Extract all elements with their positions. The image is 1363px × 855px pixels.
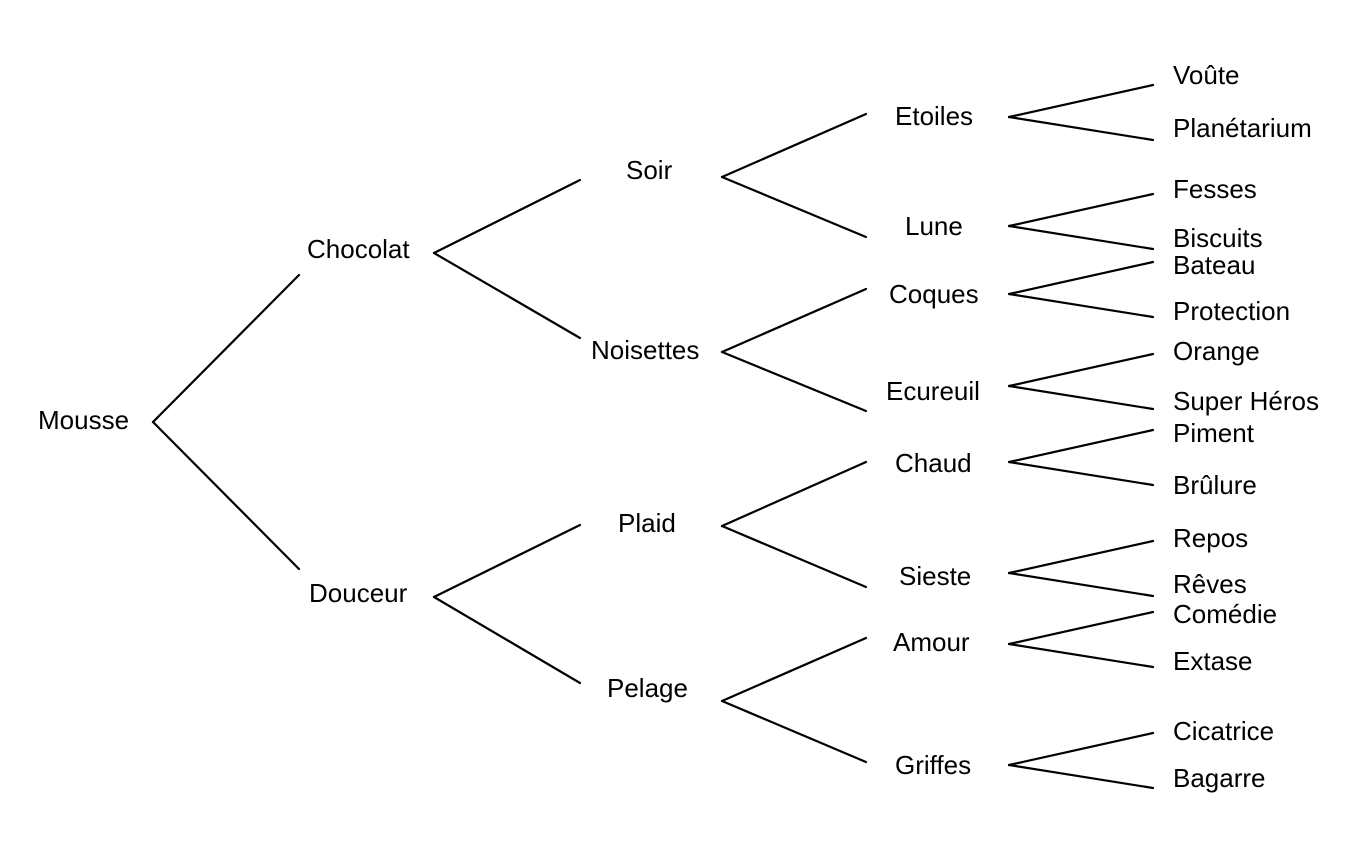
node-l2-plaid: Plaid (618, 508, 676, 538)
node-l4-reves: Rêves (1173, 569, 1247, 599)
node-l4-fesses: Fesses (1173, 174, 1257, 204)
edge-coques-to-protection (1007, 292, 1155, 319)
edge-griffes-to-cicatrice (1007, 731, 1155, 767)
node-l2-pelage: Pelage (607, 673, 688, 703)
edge-soir-to-etoiles (720, 112, 868, 179)
node-l2-noisettes: Noisettes (591, 335, 699, 365)
edge-etoiles-to-voute (1007, 83, 1155, 119)
node-l3-chaud: Chaud (895, 448, 972, 478)
edge-ecureuil-to-orange (1007, 352, 1155, 388)
node-l3-coques: Coques (889, 279, 979, 309)
node-l4-extase: Extase (1173, 646, 1253, 676)
node-l3-griffes: Griffes (895, 750, 971, 780)
node-l2-soir: Soir (626, 155, 673, 185)
node-l3-amour: Amour (893, 627, 970, 657)
node-l4-biscuits: Biscuits (1173, 223, 1263, 253)
edge-lune-to-fesses (1007, 192, 1155, 228)
edge-root-to-douceur (151, 420, 301, 571)
edge-noisettes-to-ecureuil (720, 350, 868, 413)
edge-chocolat-to-soir (432, 178, 582, 255)
edge-ecureuil-to-super-heros (1007, 384, 1155, 411)
edge-plaid-to-sieste (720, 524, 868, 589)
node-l3-sieste: Sieste (899, 561, 971, 591)
edge-root-to-chocolat (151, 273, 301, 424)
node-l4-super-heros: Super Héros (1173, 386, 1319, 416)
node-l4-bateau: Bateau (1173, 250, 1255, 280)
edge-sieste-to-repos (1007, 539, 1155, 575)
node-l4-orange: Orange (1173, 336, 1260, 366)
edge-douceur-to-plaid (432, 523, 582, 599)
edge-amour-to-comedie (1007, 610, 1155, 646)
edge-etoiles-to-planetarium (1007, 115, 1155, 142)
edge-coques-to-bateau (1007, 260, 1155, 296)
edge-pelage-to-griffes (720, 699, 868, 764)
node-l3-lune: Lune (905, 211, 963, 241)
edge-chocolat-to-noisettes (432, 251, 582, 340)
node-l1-douceur: Douceur (309, 578, 408, 608)
tree-edges (151, 83, 1155, 790)
node-l4-planetarium: Planétarium (1173, 113, 1312, 143)
edge-sieste-to-reves (1007, 571, 1155, 598)
node-l4-protection: Protection (1173, 296, 1290, 326)
edge-chaud-to-piment (1007, 428, 1155, 464)
node-l4-piment: Piment (1173, 418, 1255, 448)
node-l1-chocolat: Chocolat (307, 234, 410, 264)
edge-lune-to-biscuits (1007, 224, 1155, 251)
node-l4-cicatrice: Cicatrice (1173, 716, 1274, 746)
edge-chaud-to-brulure (1007, 460, 1155, 487)
edge-pelage-to-amour (720, 636, 868, 703)
node-l3-ecureuil: Ecureuil (886, 376, 980, 406)
edge-griffes-to-bagarre (1007, 763, 1155, 790)
node-l4-bagarre: Bagarre (1173, 763, 1266, 793)
node-root: Mousse (38, 405, 129, 435)
node-l4-comedie: Comédie (1173, 599, 1277, 629)
node-l4-voute: Voûte (1173, 60, 1240, 90)
edge-plaid-to-chaud (720, 460, 868, 528)
node-l4-repos: Repos (1173, 523, 1248, 553)
edge-soir-to-lune (720, 175, 868, 239)
edge-amour-to-extase (1007, 642, 1155, 669)
edge-douceur-to-pelage (432, 595, 582, 685)
node-l4-brulure: Brûlure (1173, 470, 1257, 500)
edge-noisettes-to-coques (720, 287, 868, 354)
node-l3-etoiles: Etoiles (895, 101, 973, 131)
